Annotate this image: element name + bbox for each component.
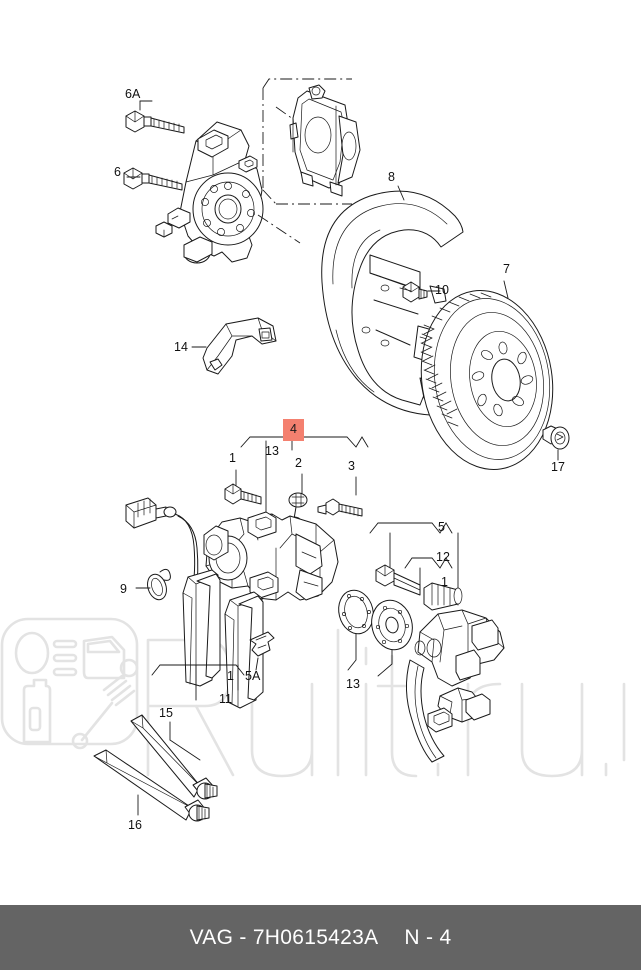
- guide-bolt: [375, 564, 421, 596]
- footer-content: VAG - 7H0615423A N - 4: [190, 926, 452, 950]
- part-number-reference: VAG - 7H0615423A: [189, 925, 379, 949]
- bolt-6: [123, 167, 183, 191]
- callout-label-5: 5: [438, 520, 445, 534]
- caliper-group-brackets: [235, 436, 369, 521]
- callout-label-13-boot: 13: [346, 677, 360, 691]
- callout-label-6a: 6A: [125, 87, 141, 101]
- diagram-canvas: .ln { fill:none; stroke:#1a1a1a; stroke-…: [0, 78, 626, 832]
- callout-label-7: 7: [503, 262, 510, 276]
- callout-label-10: 10: [435, 283, 449, 297]
- exploded-view-drawing: .ln { fill:none; stroke:#1a1a1a; stroke-…: [0, 78, 626, 822]
- bolt-10: [399, 281, 441, 303]
- watermark-logo: [0, 617, 139, 750]
- caliper-carrier-bracket: [406, 609, 505, 763]
- callout-label-3: 3: [348, 459, 355, 473]
- caliper-carrier-group: [338, 522, 505, 763]
- callout-label-1-guide: 1: [229, 451, 236, 465]
- brake-caliper-housing: [203, 511, 339, 601]
- brake-disc-7: [420, 280, 570, 470]
- callout-label-14: 14: [174, 340, 188, 354]
- grease-tube-15: [130, 714, 218, 800]
- callout-label-2: 2: [295, 456, 302, 470]
- heat-shield-bracket-14: [191, 317, 277, 375]
- bleeder-screw-3: [317, 498, 363, 517]
- screw-17: [542, 425, 570, 461]
- callout-label-1-carrier: 1: [441, 575, 448, 589]
- bearing-seal-13: [338, 589, 413, 677]
- callout-label-12: 12: [436, 550, 450, 564]
- callout-label-1-pad: 1: [227, 669, 234, 683]
- guide-pin-sleeve: [423, 582, 463, 611]
- callout-label-4-highlighted: 4: [283, 419, 304, 441]
- grease-tubes: [93, 714, 218, 822]
- hub-carrier-assembly: [123, 100, 264, 264]
- grease-tube-16: [93, 749, 210, 822]
- footer-bar: VAG - 7H0615423A N - 4: [0, 905, 641, 970]
- callout-label-5a: 5A: [245, 669, 261, 683]
- callout-label-15: 15: [159, 706, 173, 720]
- brake-pads-group: [125, 497, 275, 709]
- bolt-6a: [125, 100, 185, 134]
- callout-label-9: 9: [120, 582, 127, 596]
- caliper-guide-bolt-1: [224, 483, 262, 505]
- callout-label-16: 16: [128, 818, 142, 832]
- caliper-carrier-top-detail: [257, 78, 361, 244]
- callout-label-6: 6: [114, 165, 121, 179]
- callout-label-13-caliper: 13: [265, 444, 279, 458]
- page-reference: N - 4: [404, 925, 452, 949]
- callout-label-8: 8: [388, 170, 395, 184]
- callout-label-17: 17: [551, 460, 565, 474]
- callout-label-11: 11: [219, 692, 232, 706]
